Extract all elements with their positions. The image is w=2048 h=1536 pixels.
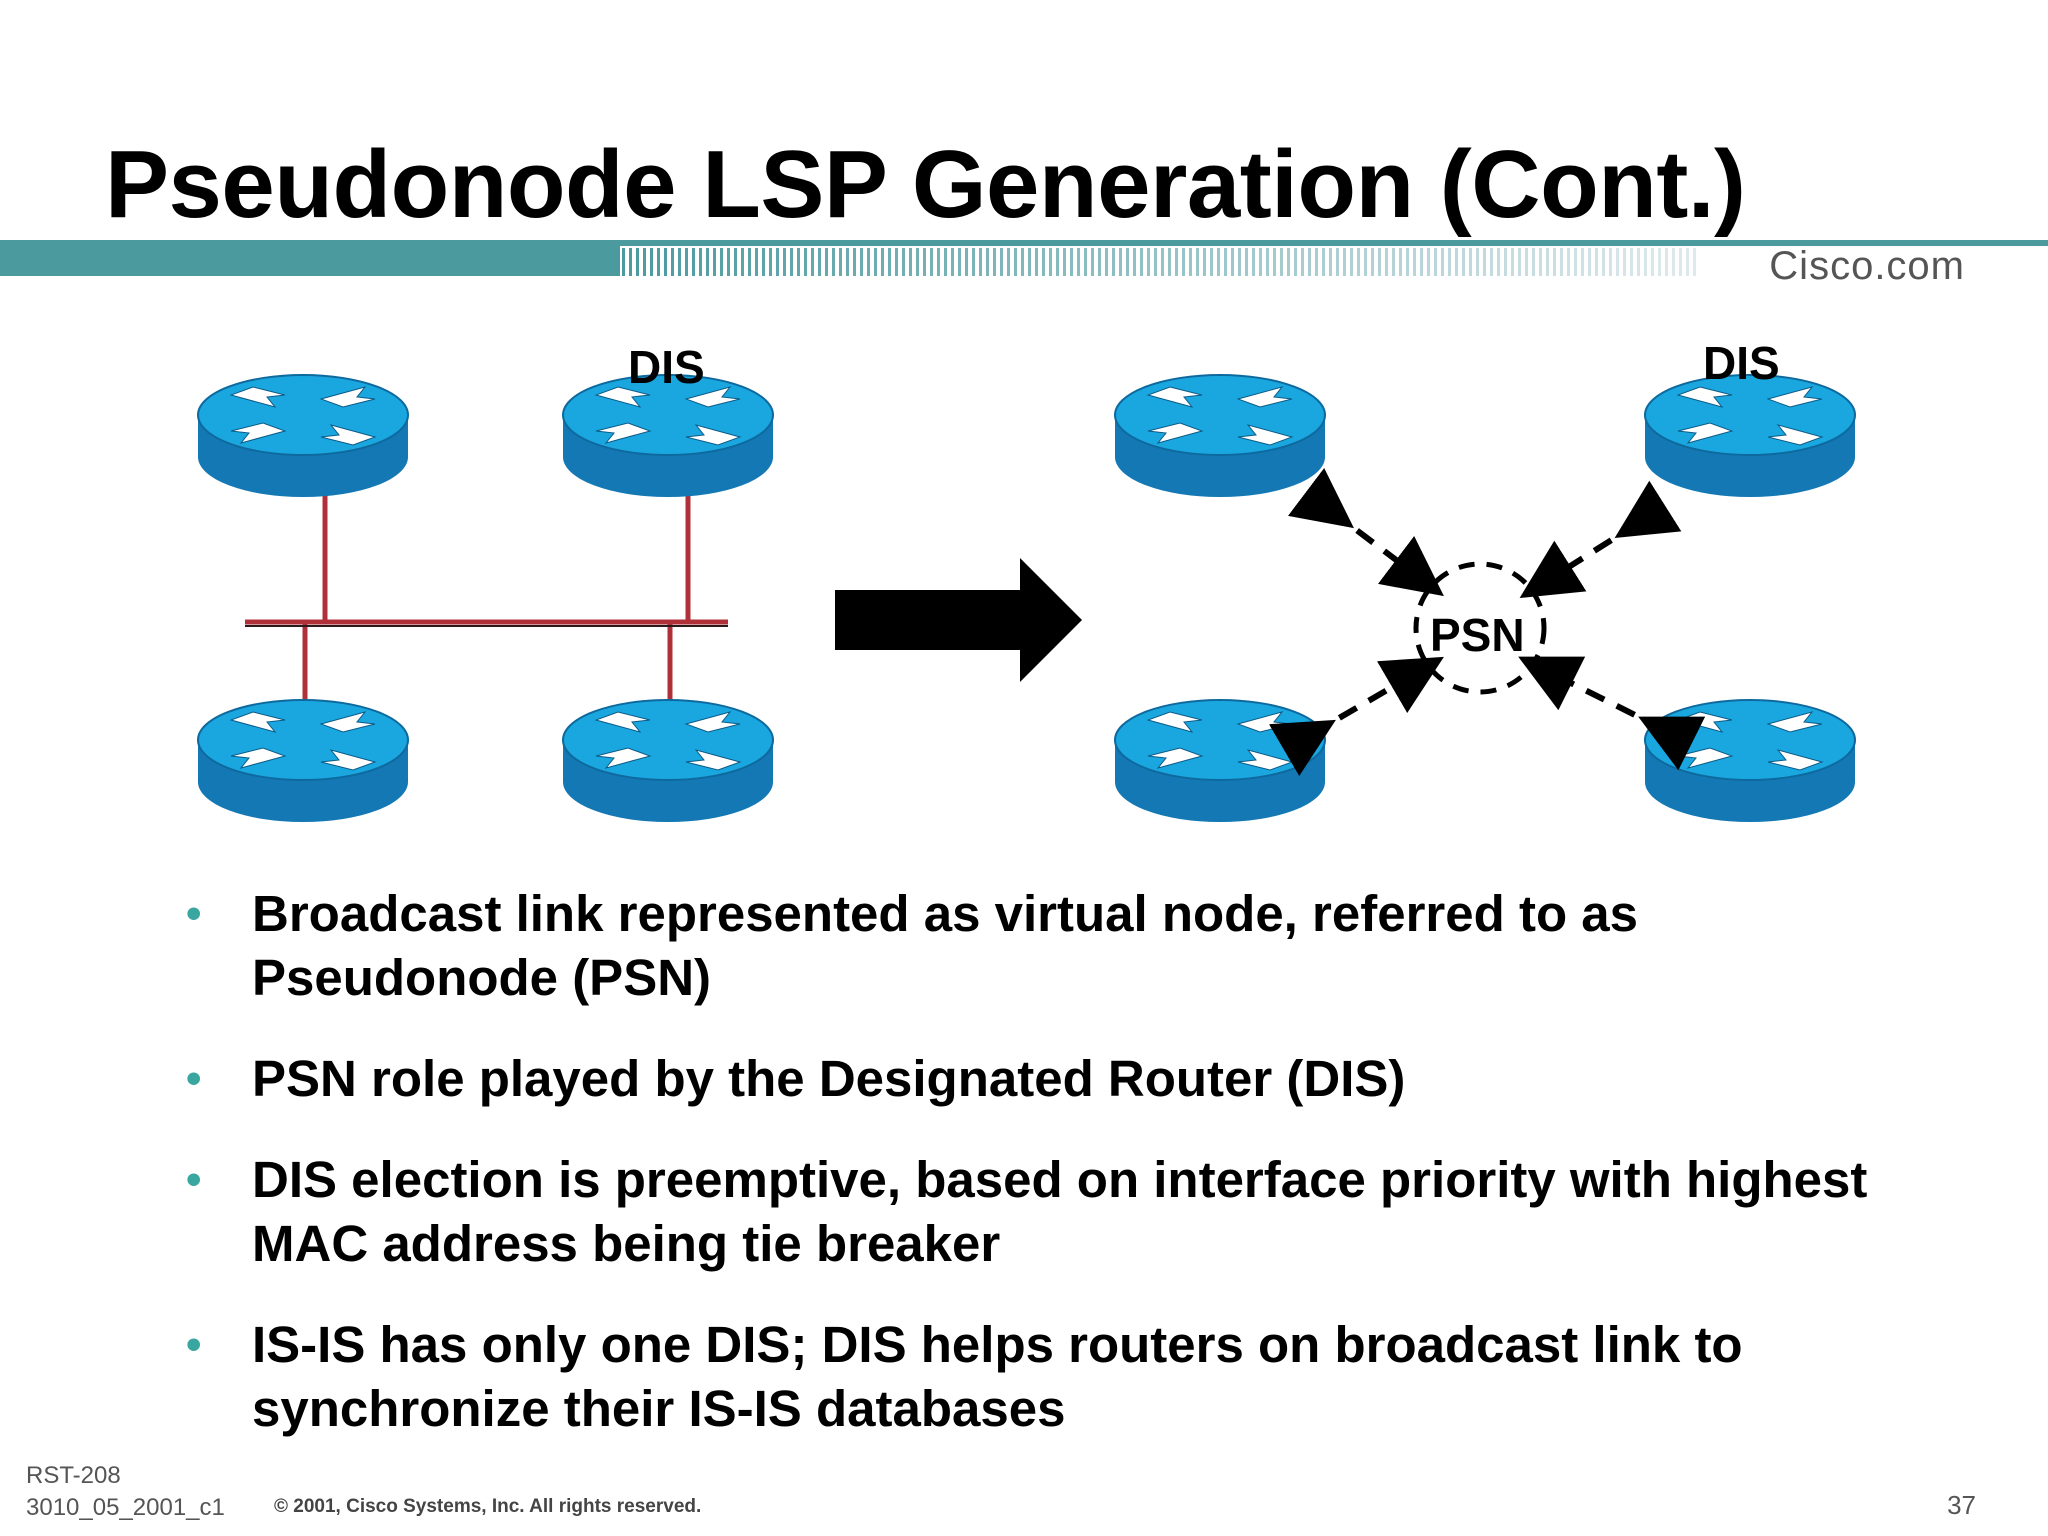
router-icon xyxy=(562,699,774,823)
bullet-item: •DIS election is preemptive, based on in… xyxy=(180,1148,1900,1276)
network-diagram: DIS DIS PSN xyxy=(0,300,2048,860)
router-icon xyxy=(1644,374,1856,498)
bullet-list: •Broadcast link represented as virtual n… xyxy=(180,882,1900,1478)
bullet-icon: • xyxy=(186,1320,202,1369)
slide-title: Pseudonode LSP Generation (Cont.) xyxy=(105,131,1746,238)
bullet-item: •PSN role played by the Designated Route… xyxy=(180,1047,1900,1111)
bullet-icon: • xyxy=(186,889,202,938)
bullet-icon: • xyxy=(186,1155,202,1204)
router-icon xyxy=(1644,699,1856,823)
bullet-item: •IS-IS has only one DIS; DIS helps route… xyxy=(180,1313,1900,1441)
cisco-logo: Cisco.com xyxy=(1769,244,1965,288)
header-bar xyxy=(0,236,2048,286)
dis-label-left: DIS xyxy=(628,341,705,393)
bullet-icon: • xyxy=(186,1054,202,1103)
bullet-item: •Broadcast link represented as virtual n… xyxy=(180,882,1900,1010)
broadcast-link xyxy=(245,485,728,720)
header-stripe xyxy=(0,240,2048,276)
footer-code-1: RST-208 xyxy=(26,1462,121,1489)
dis-label-right: DIS xyxy=(1703,337,1780,389)
psn-node xyxy=(1413,561,1547,695)
router-icon xyxy=(197,374,409,498)
router-icon xyxy=(197,699,409,823)
footer-codes: RST-208 3010_05_2001_c1 xyxy=(26,1460,225,1524)
psn-label: PSN xyxy=(1430,609,1525,661)
diagram-canvas xyxy=(197,374,1856,823)
page-number: 37 xyxy=(1947,1490,1976,1520)
footer-code-2: 3010_05_2001_c1 xyxy=(26,1494,225,1521)
adjacency-arrows xyxy=(1268,467,1706,777)
router-icon xyxy=(1114,374,1326,498)
router-icon xyxy=(1114,699,1326,823)
copyright: © 2001, Cisco Systems, Inc. All rights r… xyxy=(274,1496,702,1517)
transform-arrow-icon xyxy=(835,558,1082,682)
